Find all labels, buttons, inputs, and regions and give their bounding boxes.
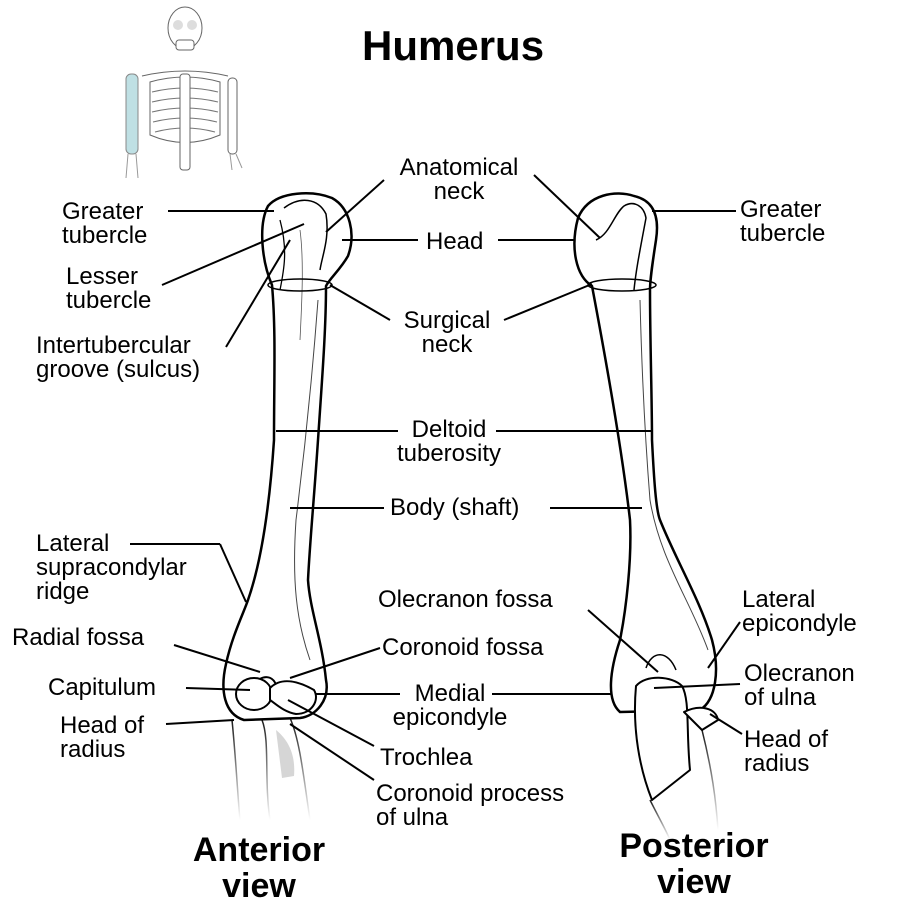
skeleton-thumbnail (125, 6, 243, 179)
label-lesser-tubercle: Lesser tubercle (66, 263, 152, 314)
label-medial-epicondyle: Medial epicondyle (392, 680, 508, 731)
label-greater-tubercle-anterior: Greater tubercle (62, 198, 148, 249)
label-capitulum: Capitulum (48, 674, 157, 701)
label-anatomical-neck: Anatomical neck (399, 154, 519, 205)
diagram-title: Humerus (362, 22, 545, 69)
label-head-of-radius-posterior: Head of radius (744, 726, 829, 777)
highlighted-humerus (125, 73, 139, 155)
label-coronoid-process: Coronoid process of ulna (376, 780, 565, 831)
posterior-humerus (573, 192, 719, 841)
label-trochlea: Trochlea (380, 744, 473, 771)
label-head-of-radius-anterior: Head of radius (60, 712, 145, 763)
label-lateral-supracondylar-ridge: Lateral supracondylar ridge (36, 530, 187, 605)
olecranon-shape (633, 676, 691, 801)
anterior-humerus (222, 192, 353, 821)
label-olecranon-fossa: Olecranon fossa (378, 586, 553, 613)
anterior-view-caption: Anterior view (192, 831, 326, 905)
label-olecranon-of-ulna: Olecranon of ulna (744, 660, 855, 711)
label-radial-fossa: Radial fossa (12, 624, 145, 651)
label-deltoid-tuberosity: Deltoid tuberosity (396, 416, 502, 467)
label-body-shaft: Body (shaft) (390, 494, 520, 521)
label-coronoid-fossa: Coronoid fossa (382, 634, 544, 661)
label-intertubercular-groove: Intertubercular groove (sulcus) (36, 332, 201, 383)
label-head: Head (426, 228, 484, 255)
capitulum-shape (235, 677, 273, 711)
label-surgical-neck: Surgical neck (403, 307, 491, 358)
posterior-view-caption: Posterior view (619, 827, 769, 901)
leader-lines (130, 174, 743, 781)
label-greater-tubercle-posterior: Greater tubercle (740, 196, 826, 247)
label-lateral-epicondyle: Lateral epicondyle (742, 586, 857, 637)
